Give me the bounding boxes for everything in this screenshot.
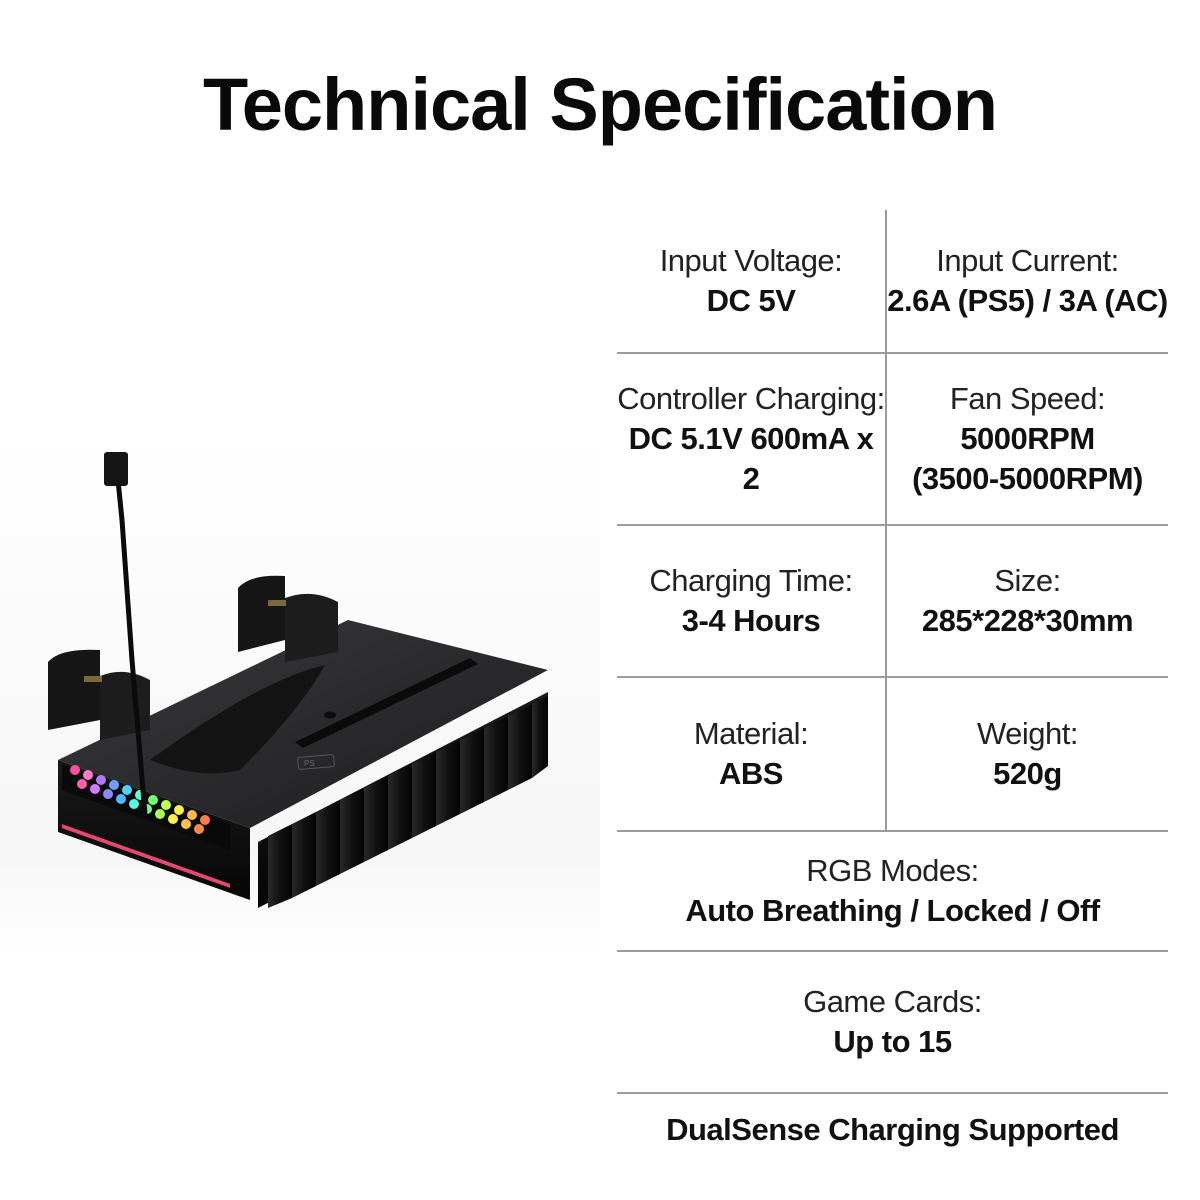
spec-label: Material: bbox=[693, 716, 809, 751]
spec-value: DC 5.1V 600mA x 2 bbox=[628, 421, 874, 496]
divider-vertical-3 bbox=[885, 526, 887, 676]
spec-value: 3-4 Hours bbox=[681, 603, 821, 638]
spec-weight: Weight: 520g bbox=[887, 678, 1168, 830]
spec-rgb-modes: RGB Modes: Auto Breathing / Locked / Off bbox=[617, 832, 1168, 950]
divider-5 bbox=[617, 950, 1168, 952]
ps-badge bbox=[297, 754, 335, 770]
spec-input-voltage: Input Voltage: DC 5V bbox=[617, 210, 885, 352]
spec-material: Material: ABS bbox=[617, 678, 885, 830]
spec-charging-time: Charging Time: 3-4 Hours bbox=[617, 526, 885, 676]
dualsense-note: DualSense Charging Supported bbox=[666, 1112, 1119, 1147]
spec-label: Size: bbox=[994, 563, 1061, 598]
screw-hole bbox=[324, 711, 336, 719]
spec-value: Up to 15 bbox=[833, 1024, 952, 1059]
controller-dock-right bbox=[238, 575, 285, 652]
spec-value: 285*228*30mm bbox=[921, 603, 1134, 638]
spec-value: ABS bbox=[719, 756, 783, 791]
cooling-stand-illustration: PS bbox=[48, 452, 548, 908]
divider-vertical-4 bbox=[885, 678, 887, 830]
spec-value: 5000RPM bbox=[960, 421, 1095, 456]
spec-label: Controller Charging: bbox=[617, 381, 885, 416]
rgb-light-strip bbox=[62, 824, 230, 888]
base-top bbox=[58, 620, 548, 828]
divider-4 bbox=[617, 830, 1168, 832]
spec-value: DC 5V bbox=[706, 283, 796, 318]
spec-label: Weight: bbox=[976, 716, 1079, 751]
spec-value-range: (3500-5000RPM) bbox=[912, 461, 1143, 496]
spec-value: 2.6A (PS5) / 3A (AC) bbox=[887, 283, 1168, 318]
usb-plug bbox=[104, 452, 128, 486]
spec-label: Fan Speed: bbox=[949, 381, 1106, 416]
divider-2 bbox=[617, 524, 1168, 526]
spec-label: Input Voltage: bbox=[659, 243, 843, 278]
disc-slot bbox=[295, 658, 478, 748]
controller-dock-left bbox=[48, 649, 100, 730]
spec-label: Game Cards: bbox=[803, 984, 982, 1019]
ps-badge-text: PS bbox=[304, 759, 315, 768]
usb-cable bbox=[115, 479, 148, 815]
divider-3 bbox=[617, 676, 1168, 678]
spec-controller-charging: Controller Charging: DC 5.1V 600mA x 2 bbox=[617, 354, 885, 524]
spec-fan-speed: Fan Speed: 5000RPM (3500-5000RPM) bbox=[887, 354, 1168, 524]
spec-size: Size: 285*228*30mm bbox=[887, 526, 1168, 676]
divider-1 bbox=[617, 352, 1168, 354]
spec-input-current: Input Current: 2.6A (PS5) / 3A (AC) bbox=[887, 210, 1168, 352]
spec-label: Charging Time: bbox=[649, 563, 853, 598]
spec-label: RGB Modes: bbox=[806, 853, 979, 888]
game-card-fins bbox=[258, 692, 548, 908]
divider-6 bbox=[617, 1092, 1168, 1094]
spec-label: Input Current: bbox=[936, 243, 1119, 278]
spec-value: Auto Breathing / Locked / Off bbox=[685, 893, 1100, 928]
spec-value: 520g bbox=[993, 756, 1062, 791]
product-image: PS bbox=[0, 430, 600, 955]
page-title: Technical Specification bbox=[203, 63, 998, 146]
divider-vertical-1 bbox=[885, 210, 887, 352]
divider-vertical-2 bbox=[885, 354, 887, 524]
console-cutout bbox=[150, 665, 325, 774]
spec-game-cards: Game Cards: Up to 15 bbox=[617, 952, 1168, 1092]
